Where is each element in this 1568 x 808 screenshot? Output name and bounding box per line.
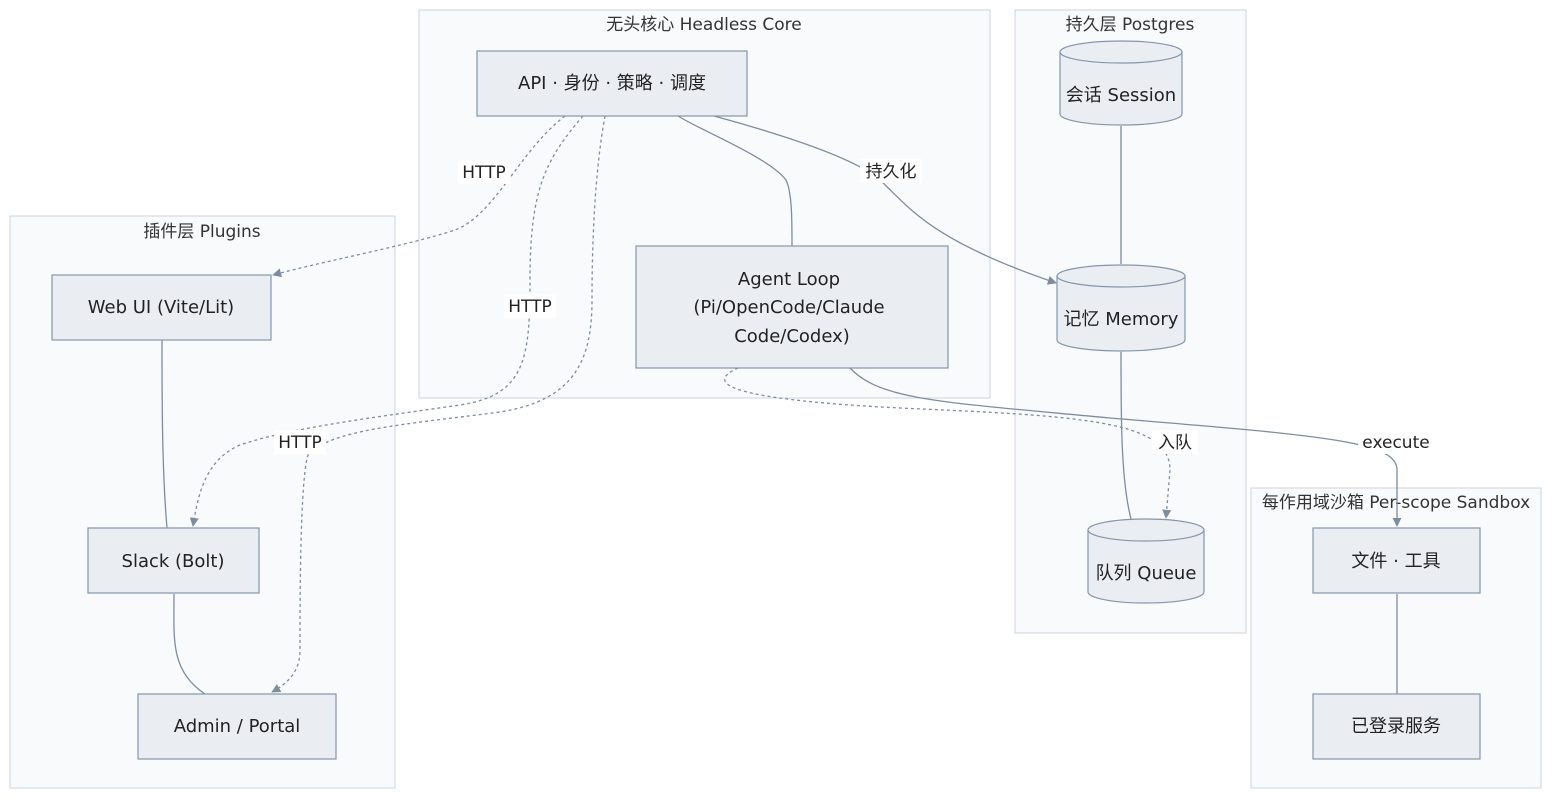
node-agent-loop-line1: Agent Loop <box>738 269 840 290</box>
node-memory-label: 记忆 Memory <box>1064 309 1179 330</box>
edge-label-http-webui-text: HTTP <box>462 163 506 183</box>
edge-label-http-webui: HTTP <box>458 160 510 184</box>
node-queue-label: 队列 Queue <box>1096 563 1197 584</box>
node-webui[interactable]: Web UI (Vite/Lit) <box>51 274 272 341</box>
cluster-headless-core-label: 无头核心 Headless Core <box>606 15 802 35</box>
cluster-sandbox-label: 每作用域沙箱 Per-scope Sandbox <box>1262 493 1530 513</box>
node-admin[interactable]: Admin / Portal <box>137 693 337 760</box>
edge-api-slack <box>189 115 584 527</box>
edge-label-http-admin-text: HTTP <box>508 297 552 317</box>
edge-label-enqueue: 入队 <box>1152 430 1198 454</box>
node-api[interactable]: API · 身份 · 策略 · 调度 <box>476 50 748 117</box>
cluster-postgres-label: 持久层 Postgres <box>1066 15 1195 35</box>
edge-agent-queue <box>724 367 1172 519</box>
edge-memory-queue <box>1120 351 1132 520</box>
node-webui-label: Web UI (Vite/Lit) <box>88 297 234 318</box>
node-api-label: API · 身份 · 策略 · 调度 <box>518 73 706 94</box>
edge-label-persist-text: 持久化 <box>866 162 917 182</box>
node-queue[interactable]: 队列 Queue <box>1087 518 1205 604</box>
edge-label-execute-text: execute <box>1362 433 1429 453</box>
node-admin-label: Admin / Portal <box>174 716 301 737</box>
node-agent-loop-line3: Code/Codex) <box>734 326 850 347</box>
node-agent-loop[interactable]: Agent Loop (Pi/OpenCode/Claude Code/Code… <box>635 245 949 369</box>
node-agent-loop-line2: (Pi/OpenCode/Claude <box>693 297 884 318</box>
node-memory[interactable]: 记忆 Memory <box>1056 264 1186 352</box>
edge-api-admin <box>271 115 606 693</box>
edge-label-execute: execute <box>1358 430 1434 454</box>
node-session-label: 会话 Session <box>1066 85 1176 106</box>
node-files-tools-label: 文件 · 工具 <box>1351 551 1440 572</box>
edge-label-enqueue-text: 入队 <box>1158 433 1192 453</box>
node-slack[interactable]: Slack (Bolt) <box>87 527 260 594</box>
node-logged-in-services-label: 已登录服务 <box>1351 716 1441 737</box>
edge-api-agent <box>677 115 793 247</box>
node-slack-label: Slack (Bolt) <box>122 551 225 572</box>
edge-label-http-slack: HTTP <box>274 430 326 454</box>
edge-label-persist: 持久化 <box>860 159 922 183</box>
node-session[interactable]: 会话 Session <box>1059 40 1183 126</box>
node-files-tools[interactable]: 文件 · 工具 <box>1312 527 1481 594</box>
edge-webui-slack <box>161 339 168 529</box>
edge-api-webui <box>272 115 566 278</box>
edge-label-http-slack-text: HTTP <box>278 433 322 453</box>
edge-slack-admin <box>173 593 206 695</box>
node-logged-in-services[interactable]: 已登录服务 <box>1312 693 1481 760</box>
cluster-plugins-label: 插件层 Plugins <box>143 222 260 242</box>
edge-label-http-admin: HTTP <box>504 294 556 318</box>
